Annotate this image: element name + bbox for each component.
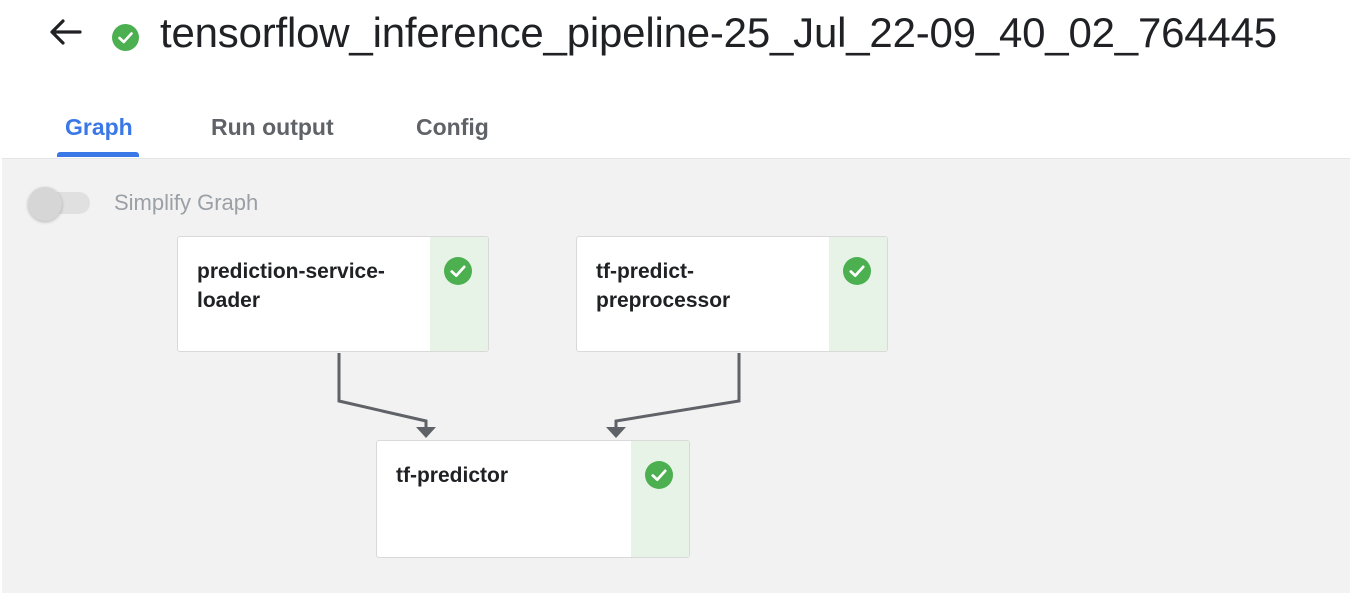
graph-node-tf-predict-preprocessor[interactable]: tf-predict-preprocessor <box>576 236 888 352</box>
node-status <box>430 237 488 351</box>
back-button[interactable] <box>44 10 88 54</box>
edge-preprocessor-to-predictor <box>606 353 741 438</box>
check-circle-icon <box>843 257 871 285</box>
graph-node-tf-predictor[interactable]: tf-predictor <box>376 440 690 558</box>
active-tab-indicator <box>57 152 139 157</box>
node-status <box>829 237 887 351</box>
node-label: prediction-service-loader <box>197 260 385 312</box>
simplify-graph-toggle[interactable] <box>28 187 92 223</box>
check-circle-icon <box>112 24 139 51</box>
arrow-back-icon <box>50 19 82 45</box>
tab-graph[interactable]: Graph <box>65 114 133 140</box>
tab-run-output[interactable]: Run output <box>211 114 334 140</box>
edge-loader-to-predictor <box>337 353 436 438</box>
graph-canvas: Simplify Graph prediction-service-loader… <box>2 158 1350 593</box>
page-header: tensorflow_inference_pipeline-25_Jul_22-… <box>0 0 1350 63</box>
tab-bar: Graph Run output Config <box>0 62 1350 158</box>
tab-config[interactable]: Config <box>416 114 489 140</box>
node-label: tf-predictor <box>396 464 508 487</box>
graph-edges <box>337 353 741 438</box>
graph-node-prediction-service-loader[interactable]: prediction-service-loader <box>177 236 489 352</box>
check-circle-icon <box>444 257 472 285</box>
page-title: tensorflow_inference_pipeline-25_Jul_22-… <box>160 9 1277 56</box>
simplify-graph-label: Simplify Graph <box>114 190 259 215</box>
node-status <box>631 441 689 557</box>
toggle-thumb <box>28 187 62 221</box>
check-circle-icon <box>645 461 673 489</box>
node-label: tf-predict-preprocessor <box>596 260 731 312</box>
